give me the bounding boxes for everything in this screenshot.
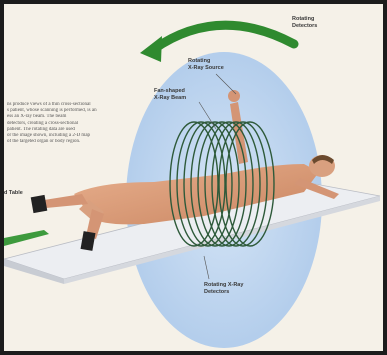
- scanner-diagram: [4, 4, 383, 351]
- label-table: d Table: [4, 190, 23, 197]
- label-line: Detectors: [204, 289, 229, 295]
- label-line: X-Ray Source: [188, 65, 224, 71]
- paragraph-line: of the targeted organ or body region.: [7, 139, 115, 145]
- label-line: X-Ray Beam: [154, 95, 186, 101]
- label-line: Fan-shaped: [154, 88, 185, 94]
- label-rotating-xray-detectors: Rotating X-Ray Detectors: [204, 282, 243, 295]
- label-line: Rotating X-Ray: [204, 282, 243, 288]
- label-fan-shaped-beam: Fan-shaped X-Ray Beam: [154, 88, 186, 101]
- label-line: Detectors: [292, 23, 317, 29]
- label-rotating-xray-source: Rotating X-Ray Source: [188, 58, 224, 71]
- ct-scanner-illustration: Rotating Detectors Rotating X-Ray Source…: [4, 4, 383, 351]
- label-line: Rotating: [188, 58, 210, 64]
- label-rotating-detectors-top: Rotating Detectors: [292, 16, 317, 29]
- label-line: Rotating: [292, 16, 314, 22]
- description-paragraph: ns produce views of a thin cross-section…: [7, 102, 115, 145]
